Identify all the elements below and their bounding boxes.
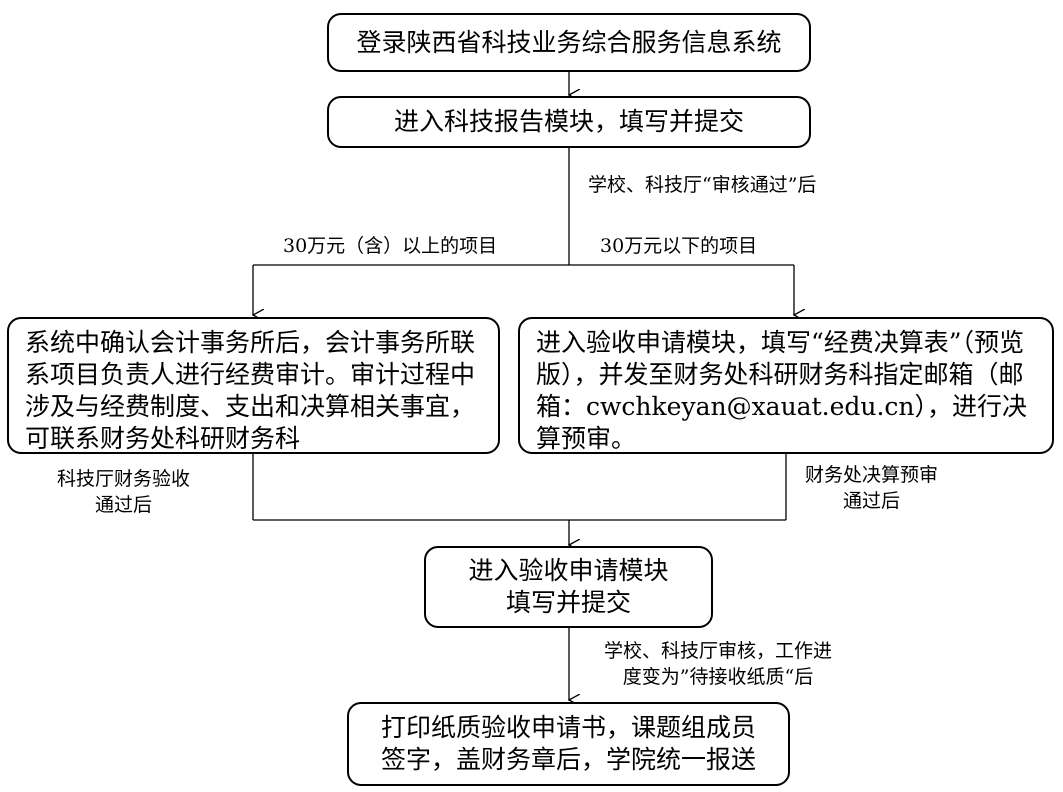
node-login-text: 登录陕西省科技业务综合服务信息系统 [356,27,782,57]
label-approved: 学校、科技厅“审核通过”后 [588,174,817,196]
label-dept-pass: 科技厅财务验收 通过后 [57,468,191,516]
node-report-text: 进入科技报告模块，填写并提交 [393,107,744,136]
node-audit-left-text: 系统中确认会计事务所后，会计事务所联系项目负责人进行经费审计。审计过程中涉及与经… [25,328,476,453]
node-report: 进入科技报告模块，填写并提交 [327,96,811,148]
label-over-30: 30万元（含）以上的项目 [283,235,498,257]
node-accept-apply-text: 进入验收申请模块 填写并提交 [468,556,669,617]
node-accept-apply: 进入验收申请模块 填写并提交 [424,546,713,628]
label-review: 学校、科技厅审核，工作进 度变为”待接收纸质“后 [604,640,833,688]
node-print-text: 打印纸质验收申请书，课题组成员 签字，盖财务章后，学院统一报送 [380,713,756,774]
node-login: 登录陕西省科技业务综合服务信息系统 [327,13,811,72]
node-budget-right: 进入验收申请模块，填写“经费决算表”（预览版），并发至财务处科研财务科指定邮箱（… [518,317,1054,454]
node-audit-left: 系统中确认会计事务所后，会计事务所联系项目负责人进行经费审计。审计过程中涉及与经… [7,317,500,454]
node-budget-right-text: 进入验收申请模块，填写“经费决算表”（预览版），并发至财务处科研财务科指定邮箱（… [536,328,1028,453]
label-finance-pass: 财务处决算预审 通过后 [805,464,939,512]
node-print: 打印纸质验收申请书，课题组成员 签字，盖财务章后，学院统一报送 [347,702,790,786]
label-under-30: 30万元以下的项目 [600,235,758,257]
